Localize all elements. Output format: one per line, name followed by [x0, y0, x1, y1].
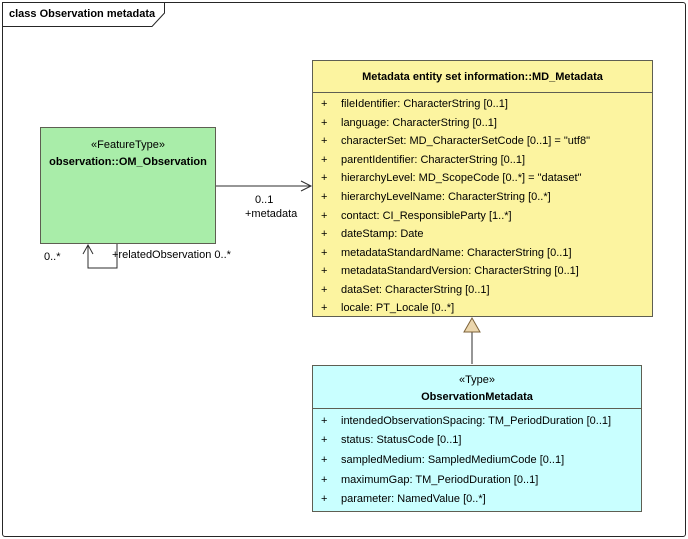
attribute-row: + dateStamp: Date — [313, 225, 652, 244]
visibility: + — [321, 283, 328, 296]
visibility: + — [321, 209, 328, 222]
attribute-row: + parentIdentifier: CharacterString [0..1… — [313, 151, 652, 170]
visibility: + — [321, 473, 328, 486]
frame-title-tab — [2, 2, 165, 27]
attribute-text: locale: PT_Locale [0..*] — [341, 302, 455, 315]
role-label-metadata: +metadata — [245, 208, 298, 220]
attribute-text: metadataStandardName: CharacterString [0… — [341, 246, 572, 259]
visibility: + — [321, 116, 328, 129]
attribute-text: dateStamp: Date — [341, 228, 424, 241]
visibility: + — [321, 98, 328, 111]
attribute-text: sampledMedium: SampledMediumCode [0..1] — [341, 453, 565, 466]
attribute-text: hierarchyLevel: MD_ScopeCode [0..*] = "d… — [341, 172, 582, 185]
multiplicity-label: 0..1 — [255, 194, 274, 206]
attribute-text: intendedObservationSpacing: TM_PeriodDur… — [341, 414, 612, 427]
attribute-row: + status: StatusCode [0..1] — [313, 431, 641, 451]
attribute-row: + contact: CI_ResponsibleParty [1..*] — [313, 206, 652, 225]
diagram-title: class Observation metadata — [9, 8, 156, 20]
visibility: + — [321, 191, 328, 203]
class-observation-metadata[interactable]: «Type» ObservationMetadata + intendedObse… — [312, 365, 642, 512]
role-label-related-observation: +relatedObservation 0..* — [112, 249, 231, 261]
attribute-row: + fileIdentifier: CharacterString [0..1] — [313, 95, 652, 114]
attribute-text: metadataStandardVersion: CharacterString… — [341, 265, 579, 278]
class-name: Metadata entity set information::MD_Meta… — [313, 61, 652, 93]
class-stereotype: «FeatureType» — [91, 139, 165, 151]
class-name: ObservationMetadata — [421, 391, 533, 403]
visibility: + — [321, 172, 328, 185]
attribute-text: contact: CI_ResponsibleParty [1..*] — [341, 209, 512, 222]
visibility: + — [321, 246, 328, 259]
attribute-text: maximumGap: TM_PeriodDuration [0..1] — [341, 473, 539, 486]
attribute-text: hierarchyLevelName: CharacterString [0..… — [341, 191, 551, 203]
attribute-row: + hierarchyLevel: MD_ScopeCode [0..*] = "… — [313, 169, 652, 188]
attribute-text: characterSet: MD_CharacterSetCode [0..1]… — [341, 135, 591, 148]
attribute-text: language: CharacterString [0..1] — [341, 116, 497, 129]
attribute-compartment: +fileIdentifier: CharacterString [0..1] … — [313, 93, 652, 318]
attribute-row: + characterSet: MD_CharacterSetCode [0..1… — [313, 132, 652, 151]
attribute-text: fileIdentifier: CharacterString [0..1] — [341, 98, 508, 111]
visibility: + — [321, 228, 328, 241]
visibility: + — [321, 265, 328, 278]
attribute-text: status: StatusCode [0..1] — [341, 434, 462, 447]
visibility: + — [321, 493, 328, 506]
attribute-text: dataSet: CharacterString [0..1] — [341, 283, 490, 296]
attribute-row: + intendedObservationSpacing: TM_PeriodDu… — [313, 411, 641, 431]
visibility: + — [321, 414, 328, 427]
visibility: + — [321, 135, 328, 148]
attribute-row: + parameter: NamedValue [0..*] — [313, 489, 641, 509]
class-header: «Type» ObservationMetadata — [313, 366, 641, 409]
attribute-row: + sampledMedium: SampledMediumCode [0..1] — [313, 450, 641, 470]
visibility: + — [321, 302, 328, 315]
attribute-row: + language: CharacterString [0..1] — [313, 114, 652, 133]
visibility: + — [321, 434, 328, 447]
attribute-row: + metadataStandardName: CharacterString [… — [313, 243, 652, 262]
class-name: observation::OM_Observation — [49, 156, 207, 168]
attribute-text: parentIdentifier: CharacterString [0..1] — [341, 153, 526, 166]
attribute-row: + metadataStandardVersion: CharacterStrin… — [313, 262, 652, 281]
attribute-compartment: + intendedObservationSpacing: TM_PeriodDu… — [313, 409, 641, 511]
attribute-row: + locale: PT_Locale [0..*] — [313, 299, 652, 318]
attribute-row: + maximumGap: TM_PeriodDuration [0..1] — [313, 470, 641, 490]
visibility: + — [321, 153, 328, 166]
class-stereotype: «Type» — [458, 374, 496, 386]
class-md-metadata[interactable]: Metadata entity set information::MD_Meta… — [312, 60, 653, 317]
class-om-observation[interactable]: «FeatureType» observation::OM_Observatio… — [40, 127, 216, 244]
frame-tab-shape — [2, 2, 165, 27]
visibility: + — [321, 453, 328, 466]
attribute-text: parameter: NamedValue [0..*] — [341, 493, 486, 506]
multiplicity-label: 0..* — [44, 251, 61, 263]
attribute-row: + dataSet: CharacterString [0..1] — [313, 280, 652, 299]
attribute-row: + hierarchyLevelName: CharacterString [0.… — [313, 188, 652, 207]
